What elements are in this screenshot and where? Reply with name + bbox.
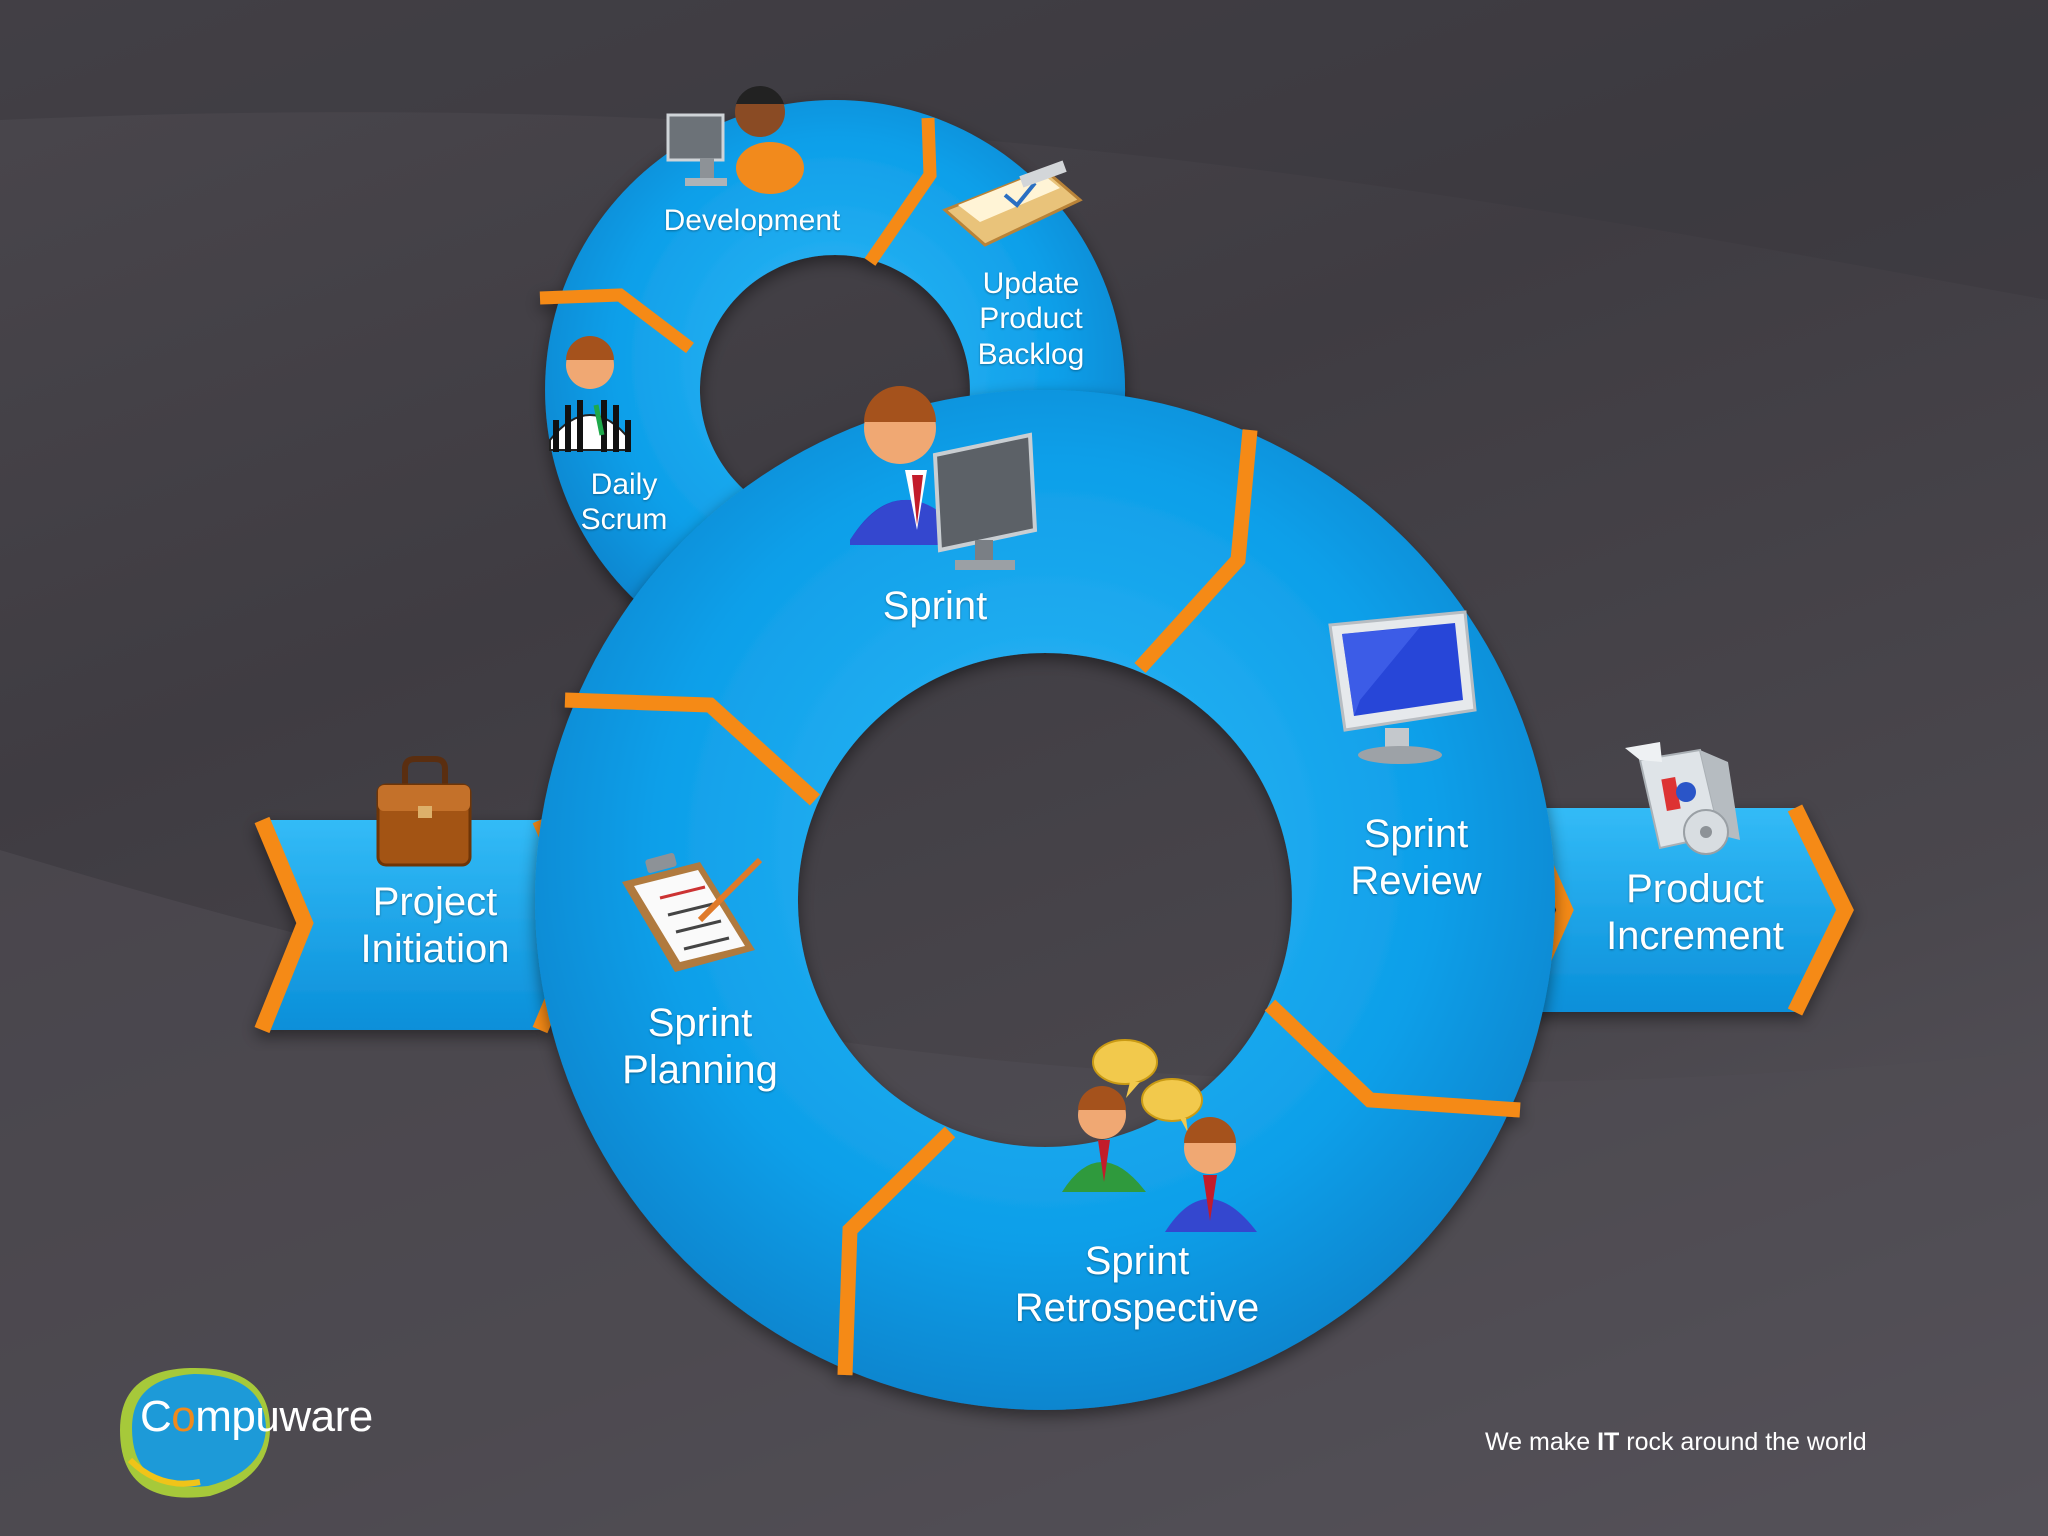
development-label: Development [663,204,841,237]
daily-scrum-label: Daily Scrum [580,468,668,537]
tagline: We make IT rock around the world [1485,1428,1867,1456]
product-increment-label: Product Increment [1606,867,1784,959]
project-initiation-label: Project Initiation [360,880,510,972]
update-product-backlog-label: Update Product Backlog [977,267,1085,371]
product-increment-arrow [1512,804,1854,1016]
sprint-label: Sprint [882,584,988,628]
discussion-icon [1062,1039,1257,1232]
large-ring [535,390,1556,1411]
software-box-icon [1625,742,1740,855]
developer-icon [666,85,804,194]
sprint-review-label: Sprint Review [1350,812,1482,904]
sprint-worker-icon [850,386,1038,570]
briefcase-icon [376,756,472,867]
monitor-icon [1328,610,1477,764]
referee-icon [549,336,631,452]
compuware-logo-text[interactable]: Compuware [140,1392,373,1441]
sprint-retrospective-label: Sprint Retrospective [1014,1239,1260,1331]
compuware-logo-shape [120,1367,270,1498]
checklist-icon [622,853,763,972]
notepad-icon [942,160,1083,247]
sprint-planning-label: Sprint Planning [622,1001,778,1093]
